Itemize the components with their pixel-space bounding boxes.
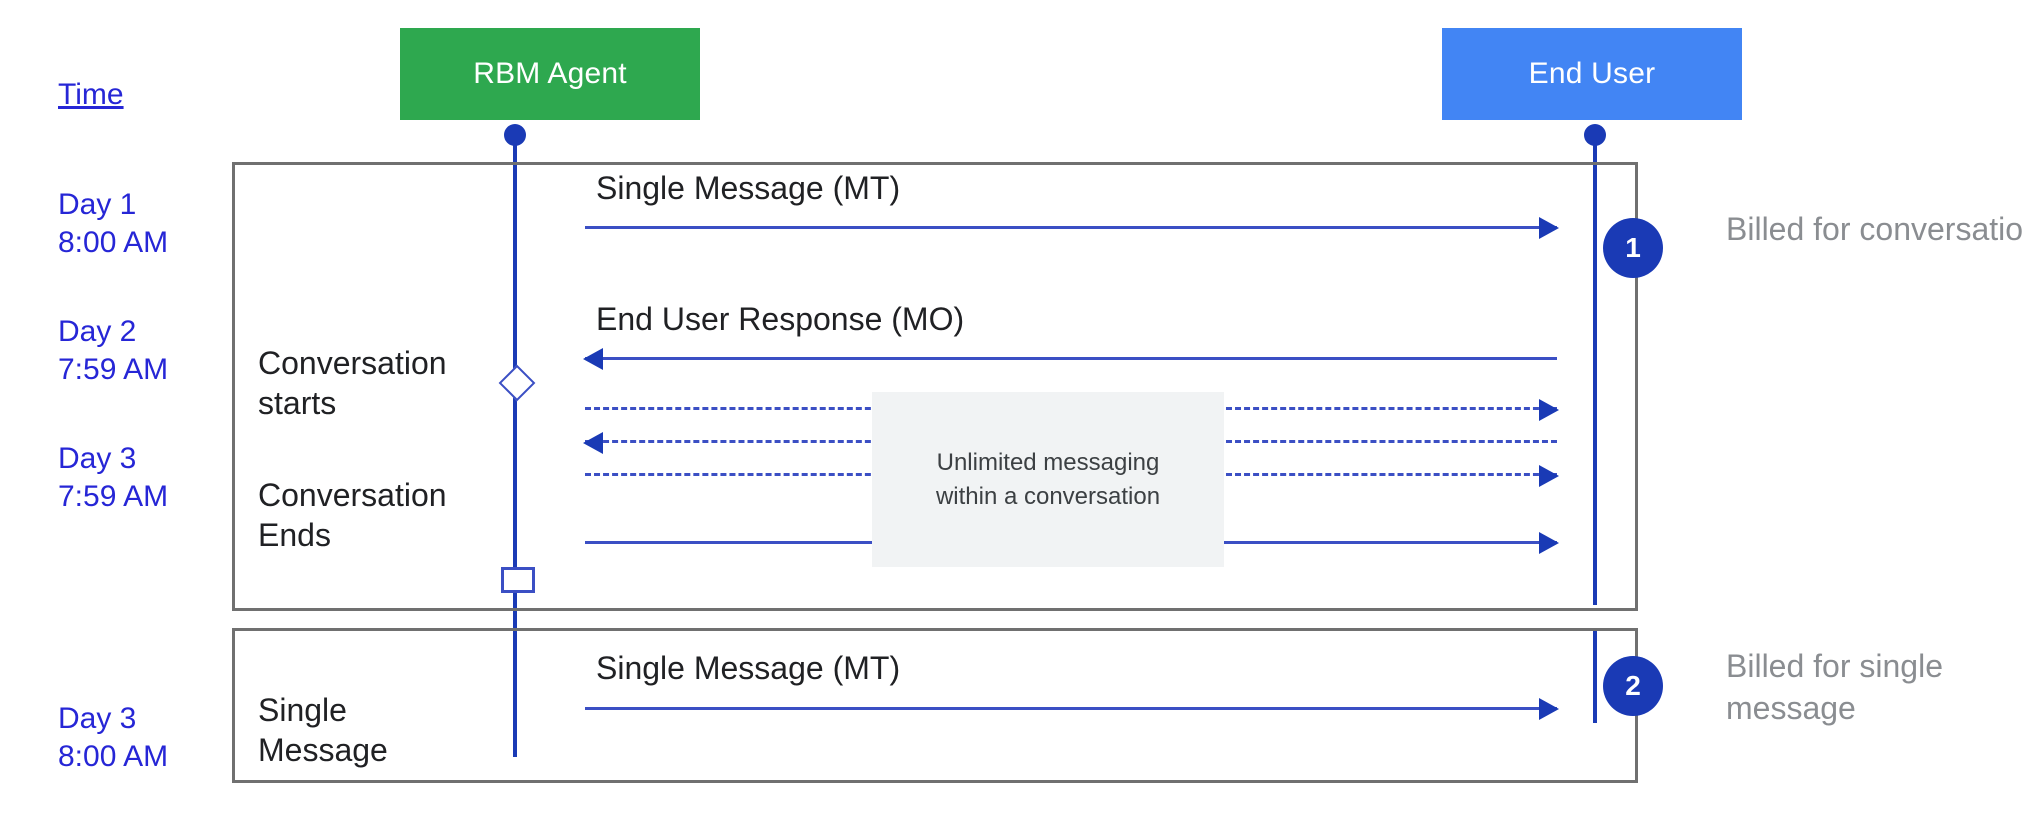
actor-rbm-agent: RBM Agent xyxy=(400,28,700,120)
right-caption-billed-conversation: Billed for conversation xyxy=(1726,211,2023,247)
lifeline-user-upper xyxy=(1593,132,1597,605)
arrowhead-right-icon xyxy=(1539,698,1559,720)
arrowhead-left-icon xyxy=(583,432,603,454)
message-arrow-mt-1 xyxy=(585,217,1559,239)
badge-1-label: 1 xyxy=(1625,232,1641,263)
note-unlimited-messaging: Unlimited messaging within a conversatio… xyxy=(872,392,1224,567)
arrowhead-right-icon xyxy=(1539,217,1559,239)
badge-1: 1 xyxy=(1603,218,1663,278)
time-column-header: Time xyxy=(58,78,124,111)
time-label-day3-single: Day 3 8:00 AM xyxy=(58,700,168,777)
group-box-conversation xyxy=(232,162,1638,611)
time-label-day2-time: 7:59 AM xyxy=(58,353,169,387)
right-caption-billed-single-message: Billed for single message xyxy=(1726,648,1943,727)
note-line-2: within a conversation xyxy=(935,482,1161,510)
conversation-end-marker-icon xyxy=(501,567,535,593)
actor-rbm-agent-label: RBM Agent xyxy=(473,57,627,90)
time-label-day3-single-time: 8:00 AM xyxy=(58,740,169,774)
arrowhead-right-icon xyxy=(1539,399,1559,421)
message-label-mt-2: Single Message (MT) xyxy=(596,650,901,686)
message-label-mo-1: End User Response (MO) xyxy=(596,301,965,337)
message-arrow-mo-1 xyxy=(583,348,1557,370)
lifeline-agent-lower xyxy=(513,605,517,757)
badge-2-label: 2 xyxy=(1625,670,1641,701)
time-label-day3-end-day: Day 3 xyxy=(58,442,137,475)
caption-single-message: Single Message xyxy=(258,692,388,768)
actor-end-user-label: End User xyxy=(1528,57,1656,90)
time-label-day3-single-day: Day 3 xyxy=(58,702,137,735)
caption-conversation-ends: Conversation Ends xyxy=(258,477,447,553)
time-label-day1-day: Day 1 xyxy=(58,188,137,221)
message-arrow-mt-2 xyxy=(585,698,1559,720)
message-label-mt-1: Single Message (MT) xyxy=(596,170,901,206)
badge-2: 2 xyxy=(1603,656,1663,716)
time-label-day2-day: Day 2 xyxy=(58,315,137,348)
lifeline-user-lower xyxy=(1593,628,1597,723)
actor-end-user: End User xyxy=(1442,28,1742,120)
caption-conversation-starts: Conversation starts xyxy=(258,345,447,421)
arrowhead-right-icon xyxy=(1539,532,1559,554)
arrowhead-left-icon xyxy=(583,348,603,370)
note-line-1: Unlimited messaging xyxy=(936,448,1160,476)
time-label-day1-time: 8:00 AM xyxy=(58,226,169,260)
time-label-day1: Day 1 8:00 AM xyxy=(58,186,168,263)
arrowhead-right-icon xyxy=(1539,465,1559,487)
time-label-day3-end: Day 3 7:59 AM xyxy=(58,440,168,517)
time-label-day3-end-time: 7:59 AM xyxy=(58,480,169,514)
time-label-day2: Day 2 7:59 AM xyxy=(58,313,168,390)
